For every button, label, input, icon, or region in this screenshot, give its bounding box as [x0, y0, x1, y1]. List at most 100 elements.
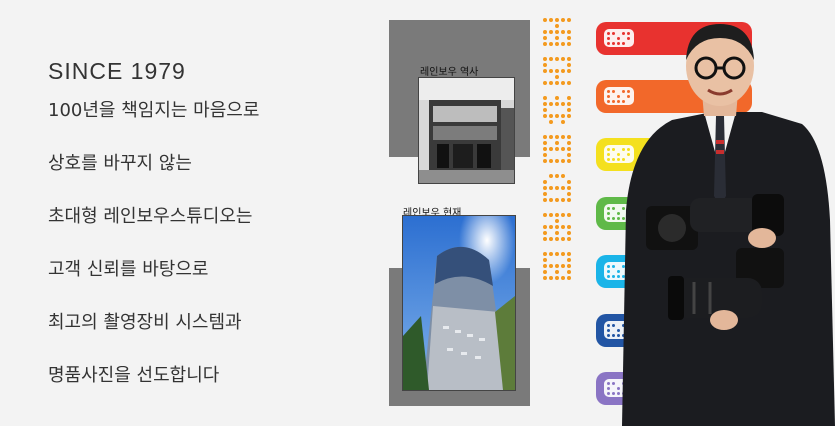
- dot: [549, 42, 553, 46]
- history-photo: [418, 77, 515, 184]
- glyph-dot: [622, 333, 625, 337]
- dot: [549, 174, 553, 178]
- dot: [567, 174, 571, 178]
- dot: [555, 159, 559, 163]
- dot: [561, 57, 565, 61]
- dot: [567, 237, 571, 241]
- dot: [549, 153, 553, 157]
- dot: [549, 252, 553, 256]
- glyph-dot: [622, 41, 625, 45]
- dot: [561, 225, 565, 229]
- dot: [567, 69, 571, 73]
- glyph-dot: [617, 216, 620, 220]
- glyph-dot: [622, 89, 625, 93]
- glyph-dot: [612, 31, 615, 35]
- dot: [555, 186, 559, 190]
- dot: [543, 252, 547, 256]
- glyph-dot: [607, 31, 610, 35]
- photographer-icon: [622, 24, 835, 426]
- dot: [555, 174, 559, 178]
- dot-group: [543, 252, 573, 280]
- dot: [543, 69, 547, 73]
- dot: [543, 174, 547, 178]
- dot: [555, 219, 559, 223]
- dot: [561, 237, 565, 241]
- dot: [543, 135, 547, 139]
- glyph-dot: [607, 206, 610, 210]
- current-label: 레인보우 현재: [403, 208, 462, 219]
- glyph-dot: [617, 157, 620, 161]
- dot: [543, 141, 547, 145]
- glyph-dot: [607, 323, 610, 327]
- dot: [555, 135, 559, 139]
- dot: [561, 81, 565, 85]
- dot: [543, 114, 547, 118]
- dot: [555, 270, 559, 274]
- glyph-dot: [607, 333, 610, 337]
- dot: [561, 186, 565, 190]
- dot: [567, 270, 571, 274]
- dot: [567, 42, 571, 46]
- glyph-dot: [612, 264, 615, 268]
- dot: [555, 18, 559, 22]
- glyph-dot: [617, 211, 620, 215]
- dot: [561, 213, 565, 217]
- glyph-dot: [622, 157, 625, 161]
- dot: [549, 276, 553, 280]
- dot: [555, 192, 559, 196]
- glyph-dot: [617, 328, 620, 332]
- dot: [549, 270, 553, 274]
- glyph-dot: [607, 381, 610, 385]
- glyph-dot: [612, 381, 615, 385]
- dot: [561, 264, 565, 268]
- dot-group: [543, 18, 573, 46]
- dot: [555, 141, 559, 145]
- dot: [549, 102, 553, 106]
- dot: [543, 147, 547, 151]
- dot: [549, 108, 553, 112]
- dot: [543, 102, 547, 106]
- dot: [567, 252, 571, 256]
- dot-glyph-icon: [604, 87, 634, 105]
- glyph-dot: [627, 94, 630, 98]
- glyph-dot: [622, 274, 625, 278]
- dot-group: [543, 96, 573, 124]
- glyph-dot: [612, 216, 615, 220]
- dot: [561, 69, 565, 73]
- dot: [561, 159, 565, 163]
- dot-group: [543, 174, 573, 202]
- intro-line-2: 상호를 바꾸지 않는: [48, 153, 192, 174]
- dot-glyph-icon: [604, 29, 634, 47]
- dot: [543, 198, 547, 202]
- glyph-dot: [612, 323, 615, 327]
- dot: [543, 36, 547, 40]
- dot: [561, 120, 565, 124]
- dot: [555, 264, 559, 268]
- glyph-dot: [612, 89, 615, 93]
- dot: [543, 270, 547, 274]
- dot-group: [543, 213, 573, 241]
- glyph-dot: [607, 99, 610, 103]
- dot: [567, 81, 571, 85]
- dot: [549, 135, 553, 139]
- dot: [561, 18, 565, 22]
- dot: [561, 75, 565, 79]
- dot: [561, 258, 565, 262]
- dot: [561, 96, 565, 100]
- dot: [555, 36, 559, 40]
- dot: [555, 108, 559, 112]
- glyph-dot: [617, 36, 620, 40]
- glyph-dot: [617, 274, 620, 278]
- dot: [555, 24, 559, 28]
- dot: [567, 96, 571, 100]
- dot: [561, 42, 565, 46]
- dot: [555, 120, 559, 124]
- dot: [543, 24, 547, 28]
- dot: [561, 174, 565, 178]
- dot: [567, 258, 571, 262]
- dot: [555, 258, 559, 262]
- since-heading: SINCE 1979: [48, 58, 186, 84]
- glyph-dot: [617, 99, 620, 103]
- dot: [561, 63, 565, 67]
- dot: [561, 153, 565, 157]
